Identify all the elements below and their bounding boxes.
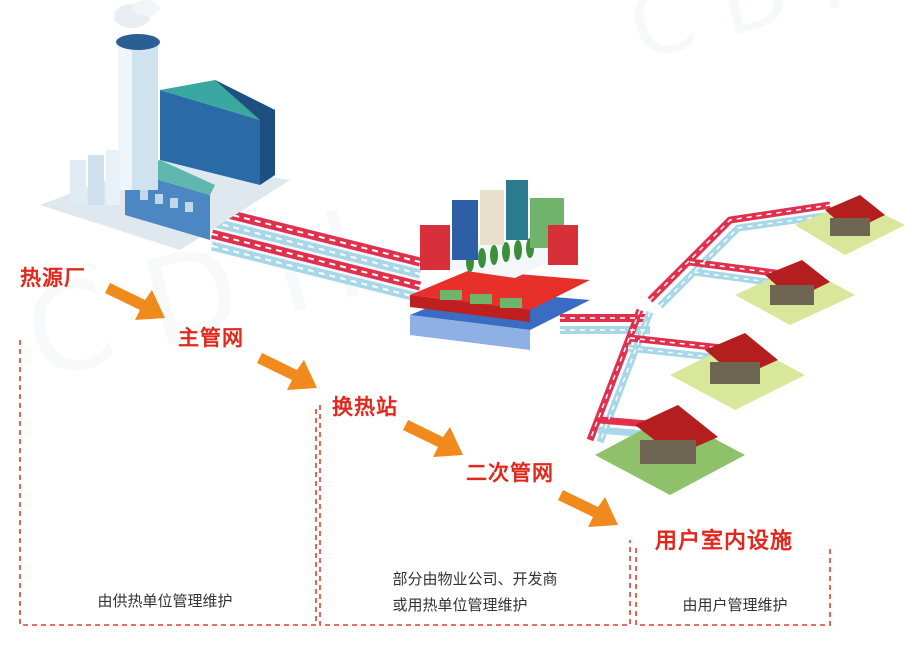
note-property-line1: 部分由物业公司、开发商 [392, 570, 558, 588]
user-houses [595, 195, 905, 495]
svg-text:C D H: C D H [619, 0, 894, 81]
label-main-network: 主管网 [178, 326, 244, 350]
note-property-line2: 或用热单位管理维护 [392, 596, 528, 614]
main-pipes [210, 205, 422, 303]
note-user: 由用户管理维护 [682, 596, 788, 614]
label-exchange-station: 换热站 [332, 395, 398, 419]
house-3 [670, 333, 805, 410]
label-indoor-facilities: 用户室内设施 [655, 529, 794, 554]
house-4 [595, 405, 745, 495]
arrow-icon [403, 420, 463, 457]
house-1 [795, 195, 905, 255]
label-secondary-network: 二次管网 [466, 461, 554, 485]
flow-arrows [105, 283, 618, 527]
arrow-icon [105, 283, 165, 320]
note-heating-unit: 由供热单位管理维护 [97, 592, 233, 610]
arrow-icon [558, 490, 618, 527]
house-2 [735, 260, 855, 325]
heat-exchange-station [410, 180, 590, 350]
dashed-brackets [19, 340, 831, 626]
label-heat-source: 热源厂 [20, 266, 86, 290]
heat-source-factory [40, 0, 290, 250]
arrow-icon [257, 353, 317, 390]
